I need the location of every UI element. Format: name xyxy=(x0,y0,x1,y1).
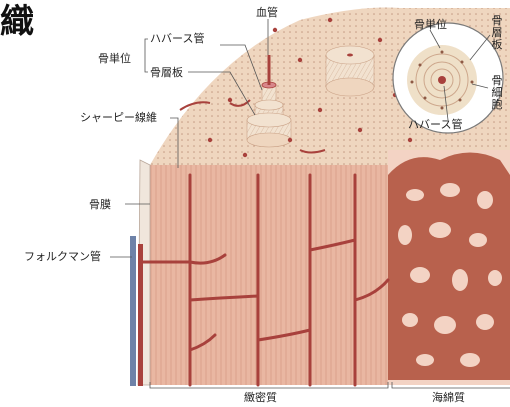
inset-osteon xyxy=(407,45,477,115)
compact-bone-face xyxy=(150,165,388,385)
inset-label-lamella: 骨層板 xyxy=(491,15,503,51)
label-blood-vessel: 血管 xyxy=(256,6,278,19)
title-character: 織 xyxy=(0,2,34,42)
label-periosteum: 骨膜 xyxy=(89,198,111,211)
label-bone-lamella: 骨層板 xyxy=(150,66,183,79)
inset-label-osteon: 骨単位 xyxy=(414,18,447,31)
volkmann-canal-blue xyxy=(130,236,136,386)
label-sharpey-fibers: シャーピー線維 xyxy=(80,111,157,124)
label-volkmann-canal: フォルクマン管 xyxy=(24,250,101,263)
label-haversian-canal: ハバース管 xyxy=(150,32,204,45)
label-osteon: 骨単位 xyxy=(98,52,131,65)
label-compact-bone: 緻密質 xyxy=(244,391,277,404)
inset-label-haversian-canal: ハバース管 xyxy=(408,118,462,131)
inset-label-osteocyte: 骨細胞 xyxy=(491,75,503,111)
osteon-cylinder-back xyxy=(326,46,374,96)
volkmann-canal-red xyxy=(138,244,143,386)
label-spongy-bone: 海綿質 xyxy=(432,391,465,404)
